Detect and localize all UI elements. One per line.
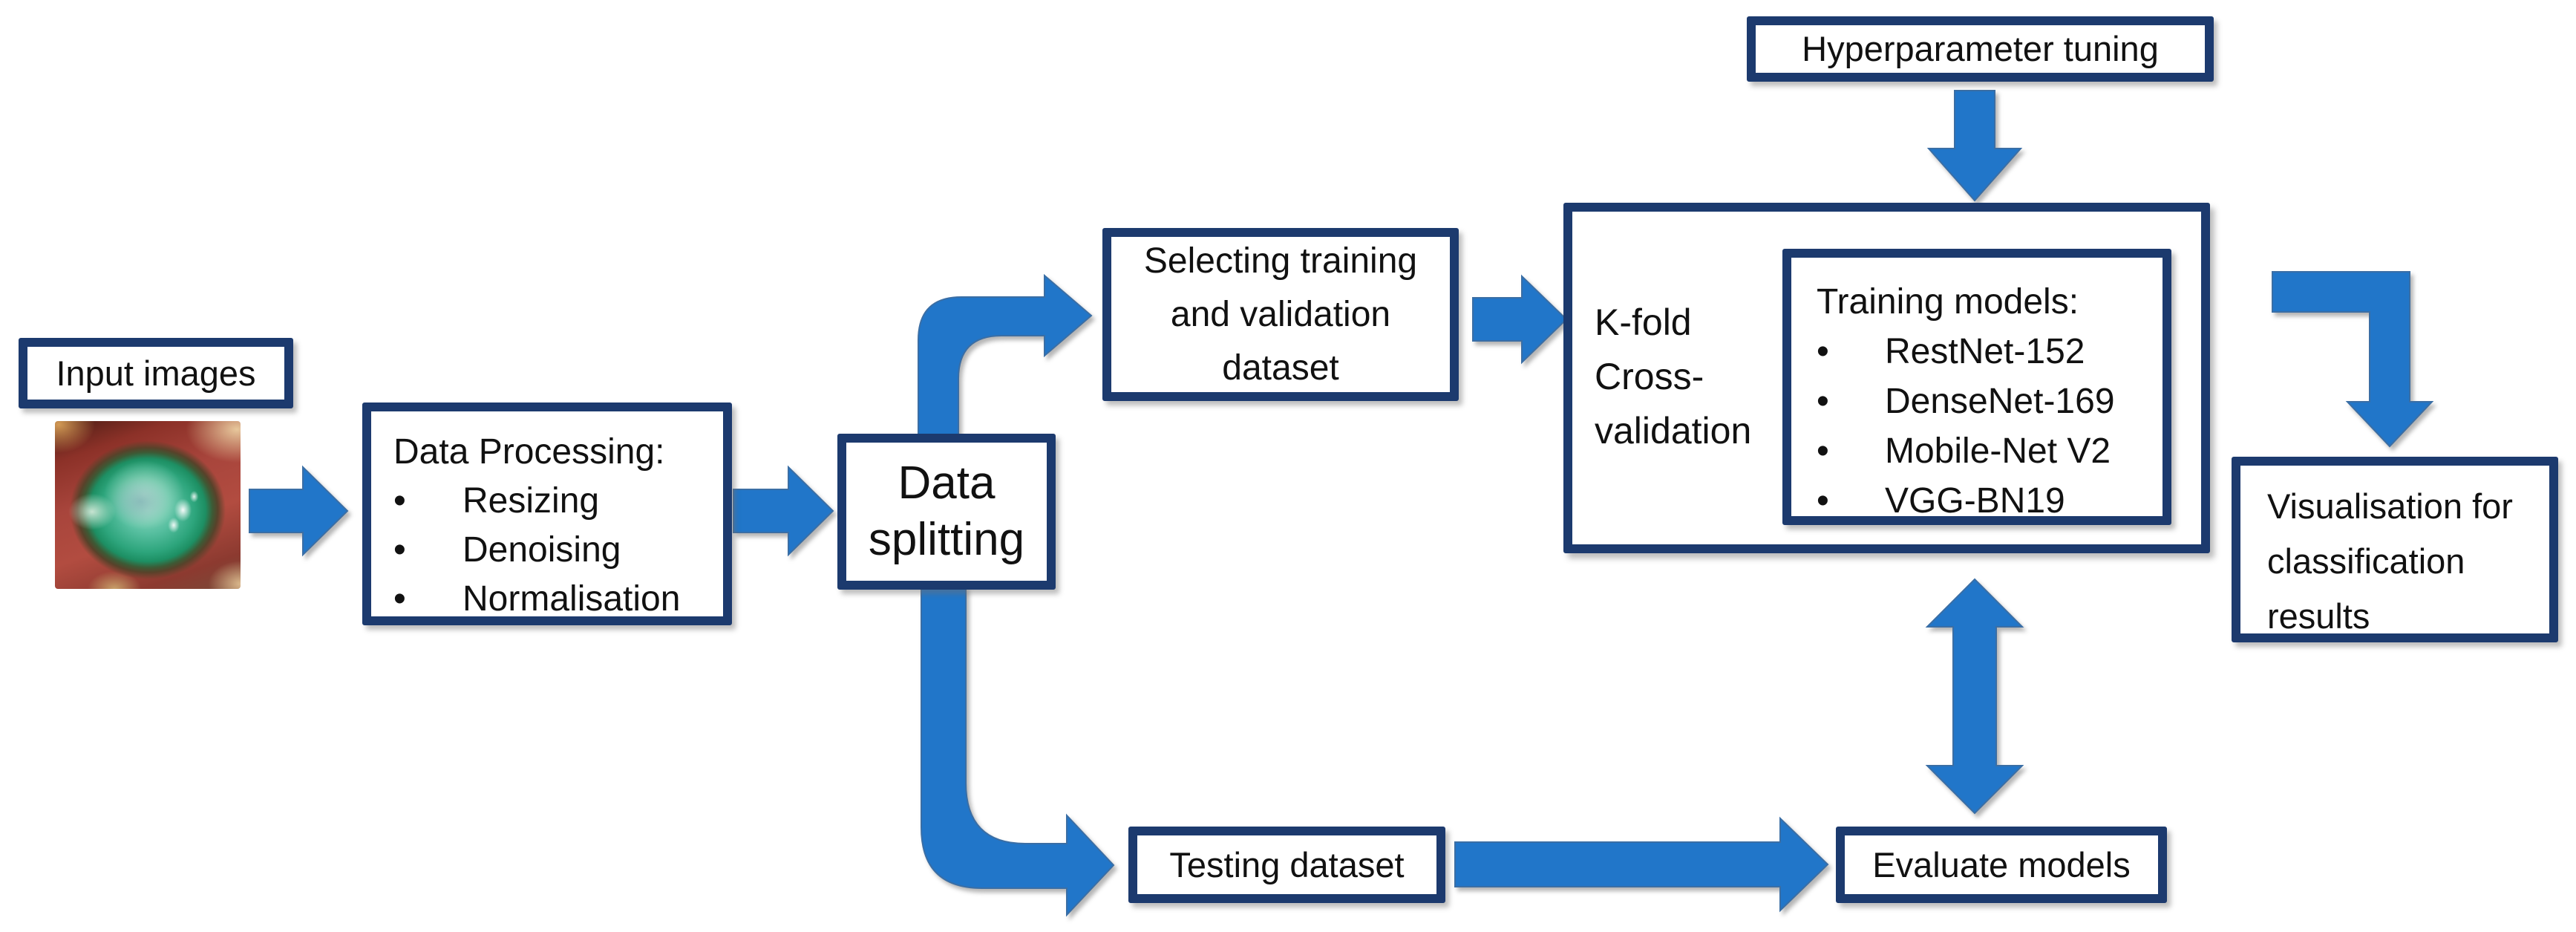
hyperparameter-tuning-label: Hyperparameter tuning: [1802, 29, 2159, 69]
hyperparameter-tuning-box: Hyperparameter tuning: [1747, 16, 2214, 82]
arrow-input-to-processing-icon: [249, 465, 349, 557]
arrow-hyperparameter-to-kfold-icon: [1926, 90, 2023, 202]
bullet-icon: [1817, 426, 1885, 476]
input-images-label: Input images: [56, 353, 256, 393]
training-model-item: Mobile-Net V2: [1885, 431, 2111, 471]
kfold-label: K-fold Cross- validation: [1595, 296, 1780, 458]
processing-item: Normalisation: [462, 579, 681, 619]
arrow-testing-to-evaluate-icon: [1454, 816, 1829, 913]
bullet-icon: [393, 526, 462, 575]
kfold-line: validation: [1595, 410, 1752, 452]
arrow-splitting-to-testing-icon: [921, 586, 1115, 917]
arrow-selecting-to-kfold-icon: [1472, 274, 1568, 365]
bullet-icon: [1817, 377, 1885, 426]
evaluate-models-label: Evaluate models: [1872, 844, 2131, 884]
processing-item: Denoising: [462, 530, 621, 570]
selecting-dataset-line: and validation: [1170, 294, 1391, 334]
data-splitting-line: splitting: [868, 514, 1025, 565]
testing-dataset-label: Testing dataset: [1169, 844, 1405, 884]
training-model-item: VGG-BN19: [1885, 481, 2065, 521]
training-model-item: RestNet-152: [1885, 332, 2085, 371]
list-item: RestNet-152: [1817, 327, 2157, 377]
visualisation-line: Visualisation for: [2267, 486, 2513, 526]
visualisation-results-box: Visualisation for classification results: [2232, 457, 2558, 642]
arrow-kfold-to-visualisation-icon: [2272, 271, 2434, 448]
list-item: Normalisation: [393, 575, 717, 624]
selecting-dataset-line: dataset: [1222, 348, 1339, 388]
data-splitting-line: Data: [898, 457, 996, 509]
kfold-line: K-fold: [1595, 302, 1692, 343]
list-item: VGG-BN19: [1817, 476, 2157, 526]
evaluate-models-box: Evaluate models: [1836, 827, 2167, 903]
data-splitting-box: Data splitting: [837, 434, 1056, 590]
visualisation-line: results: [2267, 596, 2370, 636]
training-model-item: DenseNet-169: [1885, 382, 2115, 421]
kfold-line: Cross-: [1595, 356, 1704, 397]
bullet-icon: [393, 575, 462, 624]
bullet-icon: [1817, 476, 1885, 526]
bullet-icon: [393, 477, 462, 526]
list-item: DenseNet-169: [1817, 377, 2157, 426]
list-item: Denoising: [393, 526, 717, 575]
data-processing-box: Data Processing: Resizing Denoising Norm…: [362, 403, 732, 625]
arrow-kfold-evaluate-double-icon: [1925, 578, 2024, 815]
arrow-processing-to-splitting-icon: [733, 465, 834, 557]
input-images-box: Input images: [19, 338, 293, 408]
visualisation-line: classification: [2267, 541, 2465, 581]
data-processing-title: Data Processing:: [393, 432, 665, 472]
training-models-box: Training models: RestNet-152 DenseNet-16…: [1782, 249, 2171, 525]
selecting-dataset-line: Selecting training: [1143, 241, 1418, 281]
training-models-title: Training models:: [1817, 282, 2079, 322]
bullet-icon: [1817, 327, 1885, 377]
list-item: Resizing: [393, 477, 717, 526]
list-item: Mobile-Net V2: [1817, 426, 2157, 476]
arrow-splitting-to-selecting-icon: [918, 273, 1093, 439]
testing-dataset-box: Testing dataset: [1128, 827, 1445, 903]
eye-photo: [55, 421, 241, 589]
processing-item: Resizing: [462, 481, 600, 521]
selecting-dataset-box: Selecting training and validation datase…: [1102, 228, 1459, 401]
